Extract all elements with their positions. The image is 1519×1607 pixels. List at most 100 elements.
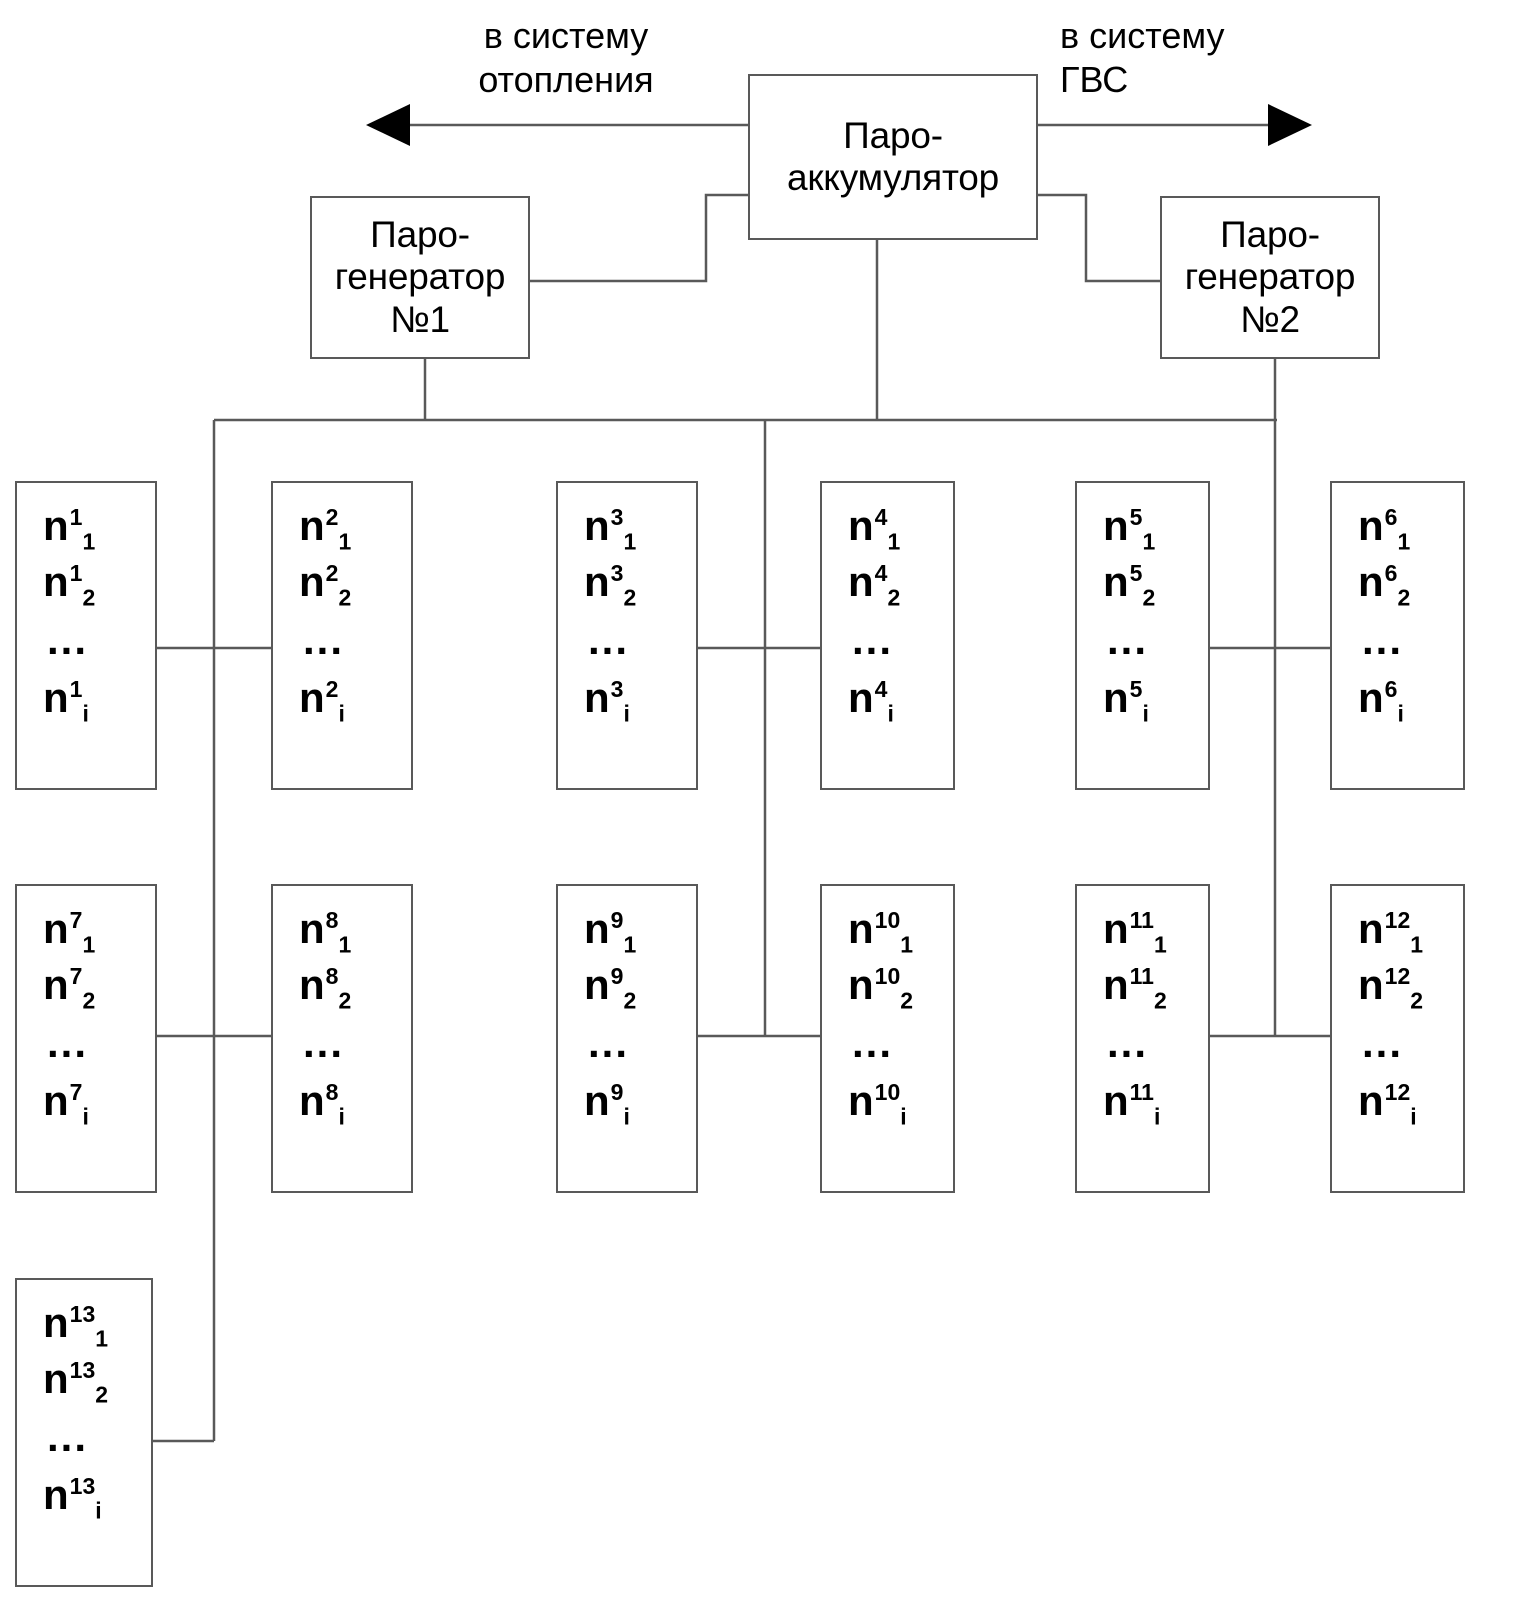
term-item: n21 [299,502,352,555]
term-item: n2i [299,674,345,727]
arrow-label-heating-line1: в систему [483,15,649,56]
term-item: n101 [848,905,914,958]
term-superscript: 4 [874,676,888,702]
node-steam-accumulator[interactable]: Паро- аккумулятор [748,74,1038,240]
term-item: n42 [848,558,901,611]
term-subscript: 2 [623,987,637,1014]
term-item: n52 [1103,558,1156,611]
arrow-head-left [366,104,410,146]
term-item: n112 [1103,961,1167,1014]
term-item: n81 [299,905,352,958]
arrow-label-heating: в систему отопления [466,14,666,102]
term-superscript: 8 [325,963,339,989]
term-superscript: 13 [69,1357,96,1383]
term-superscript: 3 [610,676,624,702]
term-subscript: 1 [1410,931,1424,958]
term-item: n102 [848,961,914,1014]
term-superscript: 9 [610,907,624,933]
term-superscript: 10 [874,1079,901,1105]
node-steam-accumulator-line2: аккумулятор [786,157,1000,198]
term-superscript: 5 [1129,504,1143,530]
term-subscript: 2 [1142,584,1156,611]
term-subscript: i [623,700,630,727]
term-item: n131 [43,1299,109,1352]
term-superscript: 9 [610,1079,624,1105]
term-ellipsis: ... [303,616,345,663]
term-item: n11i [1103,1077,1161,1130]
term-subscript: i [623,1103,630,1130]
term-item: n12i [1358,1077,1417,1130]
term-subscript: i [82,1103,89,1130]
term-superscript: 2 [325,676,339,702]
term-ellipsis: ... [303,1019,345,1066]
term-subscript: i [82,700,89,727]
term-subscript: i [338,1103,345,1130]
term-superscript: 10 [874,907,901,933]
arrow-label-heating-line2: отопления [478,58,654,100]
term-item: n12 [43,558,96,611]
wire-accumulator-to-gen2 [1038,193,1160,283]
term-item: n4i [848,674,894,727]
node-steam-generator-2[interactable]: Паро- генератор №2 [1160,196,1380,359]
term-ellipsis: ... [588,1019,630,1066]
term-superscript: 3 [610,504,624,530]
term-subscript: 2 [95,1381,109,1408]
term-subscript: 1 [623,528,637,555]
node-steam-generator-2-line2: генератор [1184,256,1356,298]
term-ellipsis: ... [47,1019,89,1066]
term-superscript: 11 [1129,963,1154,989]
term-ellipsis: ... [1362,616,1404,663]
term-ellipsis: ... [852,616,894,663]
term-subscript: 2 [338,584,352,611]
term-item: n111 [1103,905,1167,958]
term-item: n72 [43,961,96,1014]
wire-accumulator-to-gen1 [530,193,748,283]
term-superscript: 7 [69,907,83,933]
term-item: n1i [43,674,89,727]
term-superscript: 7 [69,1079,83,1105]
term-subscript: 2 [1410,987,1424,1014]
term-superscript: 12 [1384,907,1411,933]
term-ellipsis: ... [47,616,89,663]
term-item: n10i [848,1077,907,1130]
term-superscript: 12 [1384,1079,1411,1105]
arrow-head-right [1268,104,1312,146]
term-subscript: 1 [338,931,352,958]
node-steam-generator-1[interactable]: Паро- генератор №1 [310,196,530,359]
term-superscript: 8 [325,907,339,933]
term-subscript: 1 [82,931,96,958]
term-subscript: i [887,700,894,727]
term-subscript: 2 [623,584,637,611]
term-subscript: 1 [900,931,914,958]
term-item: n5i [1103,674,1149,727]
node-steam-generator-1-line1: Паро- [370,214,470,256]
term-superscript: 3 [610,560,624,586]
term-subscript: i [1410,1103,1417,1130]
term-superscript: 11 [1129,907,1154,933]
term-superscript: 6 [1384,504,1398,530]
term-item: n82 [299,961,352,1014]
term-subscript: 1 [887,528,901,555]
term-superscript: 5 [1129,560,1143,586]
